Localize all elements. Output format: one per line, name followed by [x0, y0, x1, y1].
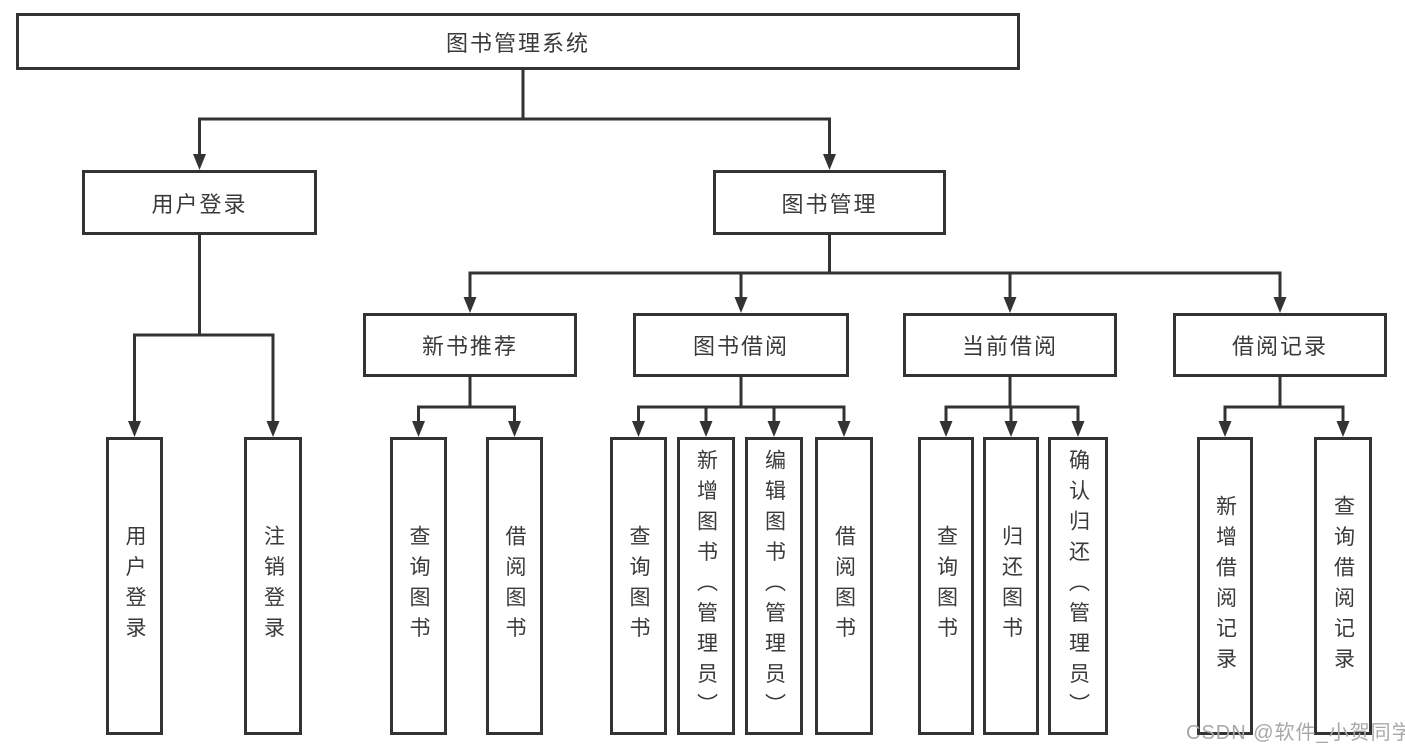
leaf-query-books-borrowing: 查询图书	[610, 437, 667, 735]
leaf-logout: 注销登录	[244, 437, 302, 735]
arrowheads-book-borrow-branch	[632, 421, 851, 437]
leaf-add-borrow-record: 新增借阅记录	[1197, 437, 1253, 735]
connector-root-to-level2	[198, 70, 831, 156]
node-book-management: 图书管理	[713, 170, 946, 235]
leaf-confirm-return-admin: 确认归还（管理员）	[1048, 437, 1108, 735]
node-new-book-recommendation: 新书推荐	[363, 313, 577, 377]
leaf-edit-books-admin: 编辑图书（管理员）	[745, 437, 803, 735]
arrowheads-level2	[193, 154, 836, 170]
arrowheads-current-borrow-branch	[939, 421, 1085, 437]
leaf-query-books-current: 查询图书	[918, 437, 974, 735]
node-borrowing-records: 借阅记录	[1173, 313, 1387, 377]
arrowheads-borrow-records-branch	[1218, 421, 1350, 437]
node-user-login: 用户登录	[82, 170, 317, 235]
leaf-return-books: 归还图书	[983, 437, 1039, 735]
arrowheads-user-login-branch	[128, 421, 280, 437]
connector-book-management-branch	[468, 234, 1282, 299]
leaf-borrow-books-borrowing: 借阅图书	[815, 437, 873, 735]
connector-current-borrow-branch	[944, 377, 1080, 423]
leaf-query-books-recommend: 查询图书	[390, 437, 447, 735]
arrowheads-level3	[463, 297, 1287, 313]
connector-borrow-records-branch	[1223, 377, 1345, 423]
node-book-borrowing: 图书借阅	[633, 313, 849, 377]
leaf-query-borrow-record: 查询借阅记录	[1314, 437, 1372, 735]
connector-book-borrow-branch	[637, 377, 846, 423]
arrowheads-new-book-branch	[412, 421, 521, 437]
csdn-watermark: CSDN @软件_小贺同学	[1186, 722, 1405, 744]
leaf-borrow-books-recommend: 借阅图书	[486, 437, 543, 735]
connector-user-login-branch	[133, 234, 275, 423]
leaf-add-books-admin: 新增图书（管理员）	[677, 437, 735, 735]
connector-new-book-branch	[417, 377, 516, 423]
leaf-user-login: 用户登录	[106, 437, 163, 735]
node-current-borrowing: 当前借阅	[903, 313, 1117, 377]
node-library-management-system: 图书管理系统	[16, 13, 1020, 70]
